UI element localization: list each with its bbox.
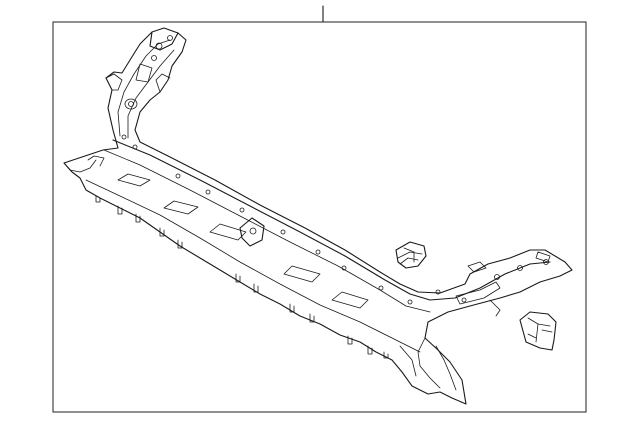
side-mount-bracket	[519, 311, 557, 351]
diagram-frame	[52, 21, 587, 413]
radiator-support-assembly	[63, 27, 573, 405]
small-clip-bracket	[395, 241, 427, 269]
